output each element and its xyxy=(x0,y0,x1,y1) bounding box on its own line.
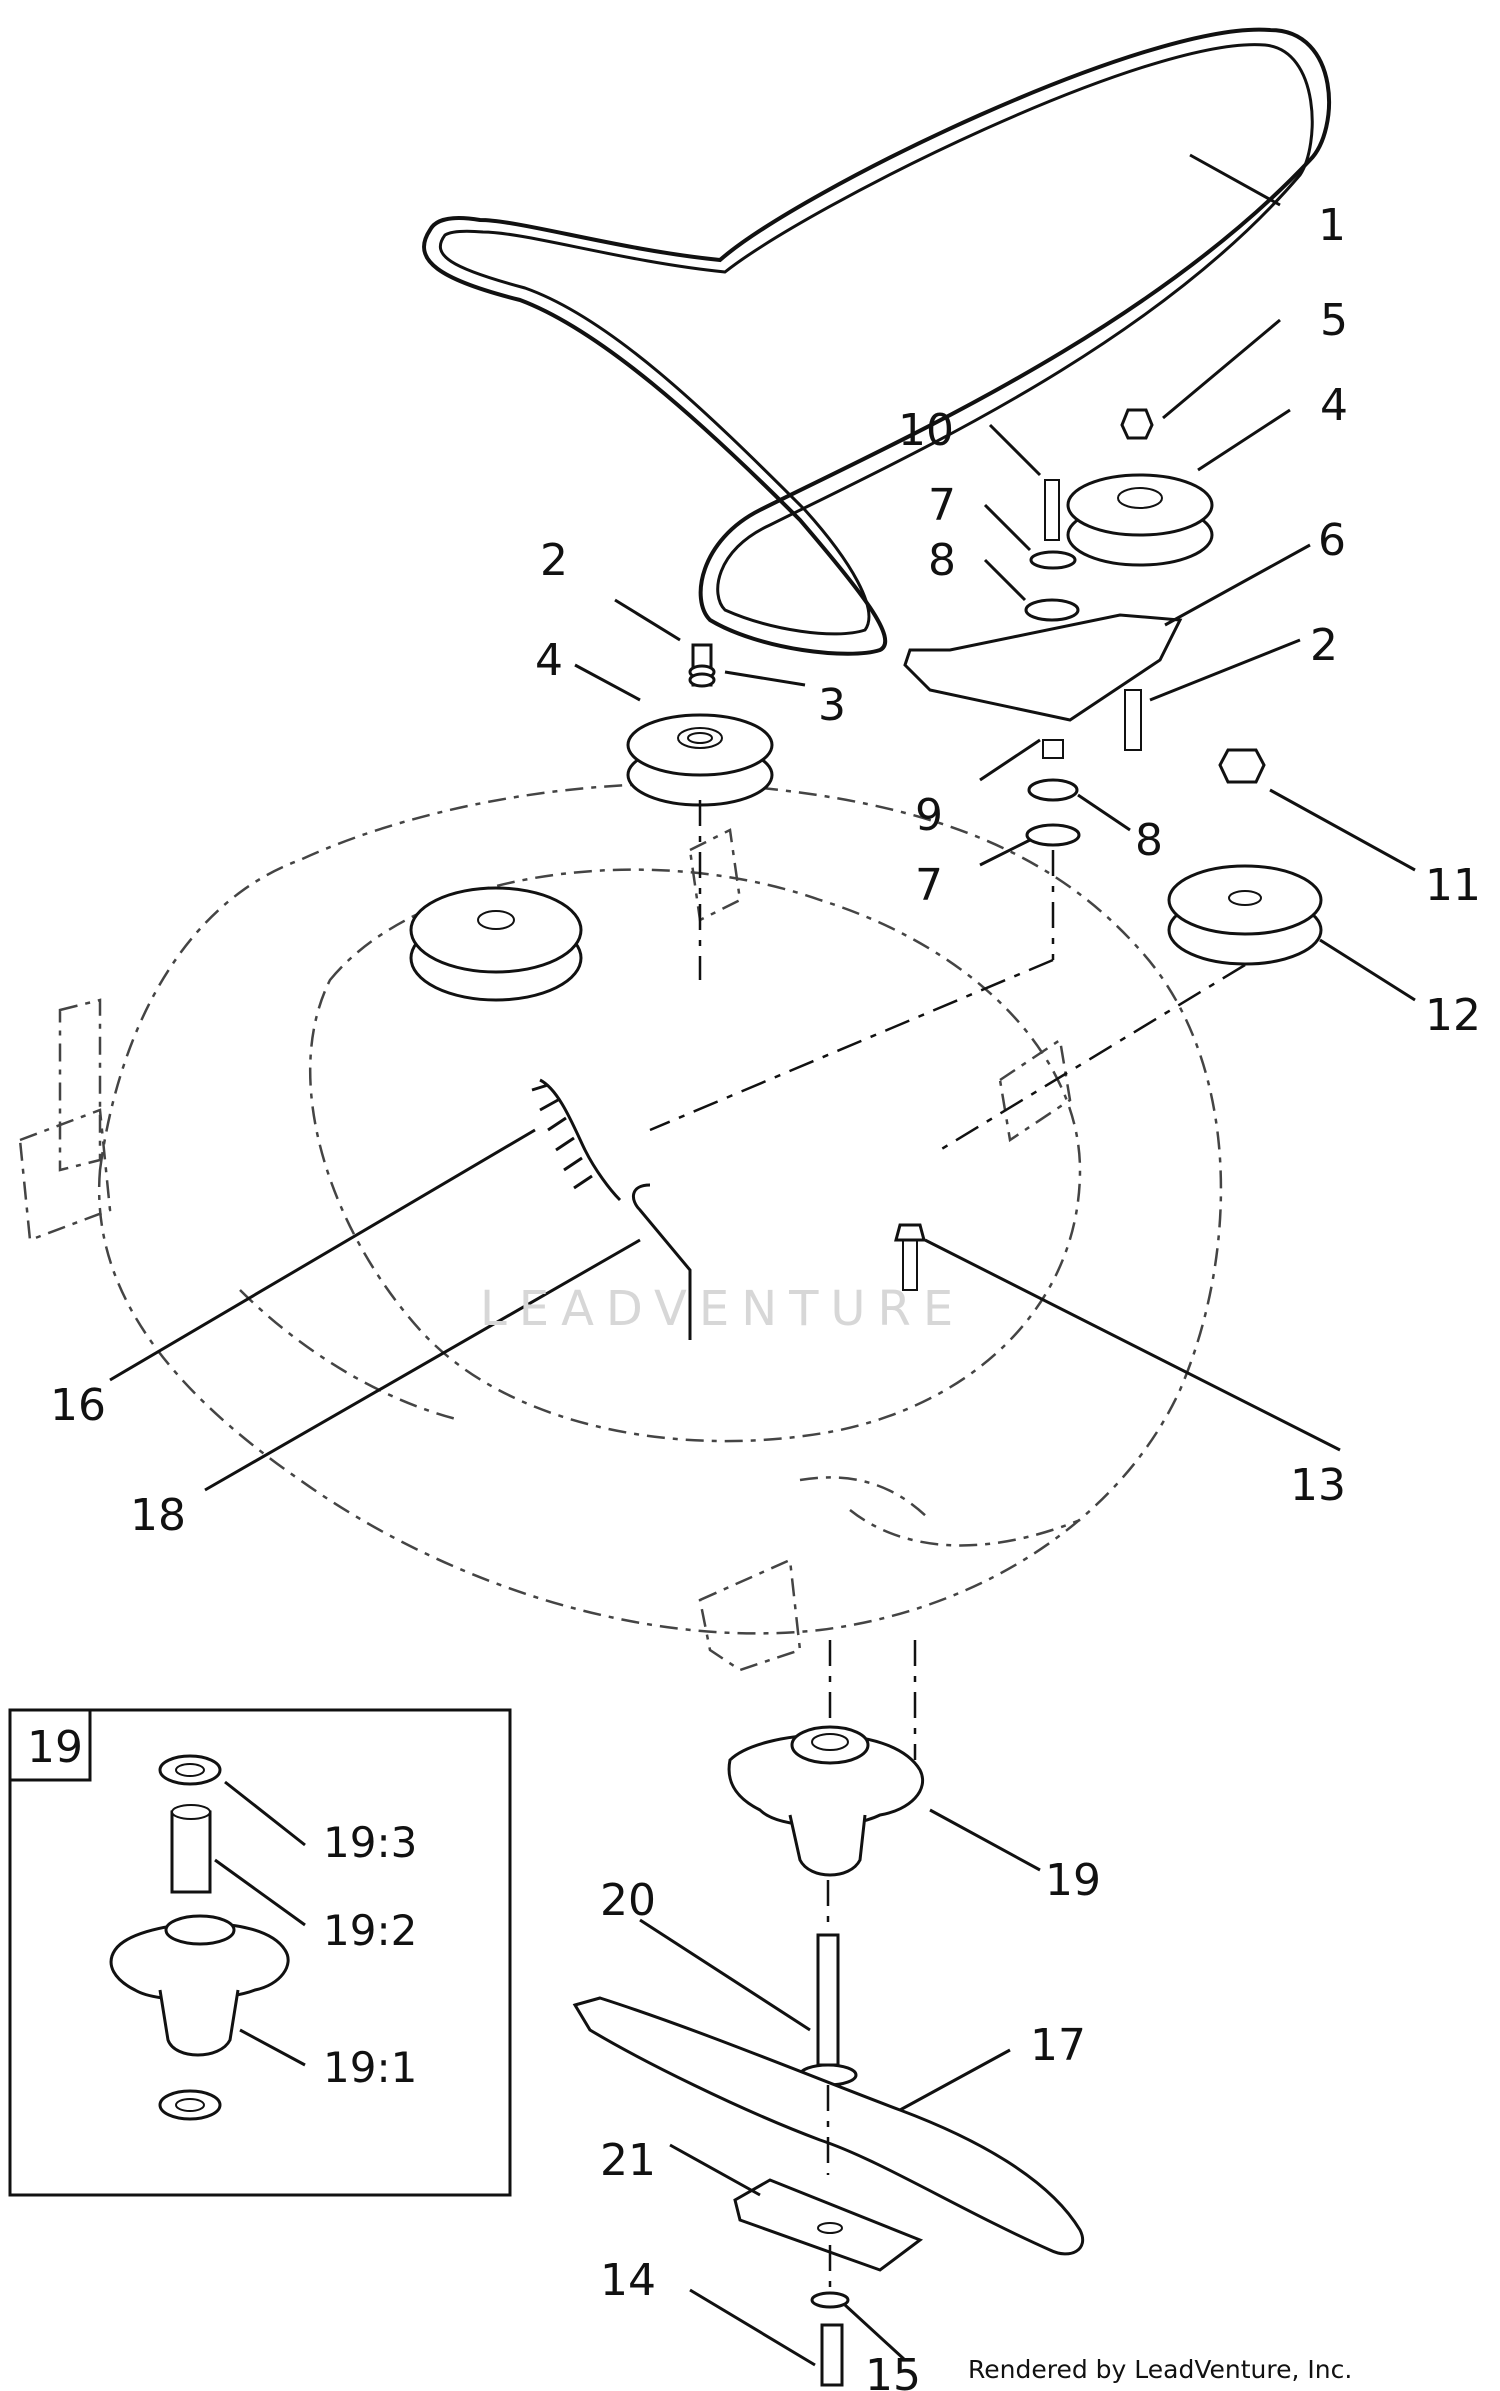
tension-spring xyxy=(531,1078,622,1202)
callout-16: 16 xyxy=(50,1380,106,1431)
callout-11: 11 xyxy=(1425,860,1481,911)
blade-washer xyxy=(810,2291,850,2309)
callout-leaders xyxy=(109,153,1416,2367)
right-idler-pulley xyxy=(1066,408,1214,567)
inset-spacer xyxy=(170,1804,212,1894)
footer-rendered-text: Rendered by LeadVenture, Inc. xyxy=(968,2355,1352,2384)
callout-5: 5 xyxy=(1320,295,1348,346)
spindle-assembly xyxy=(727,1725,925,1877)
callout-13: 13 xyxy=(1290,1460,1346,1511)
callout-4-right: 4 xyxy=(1320,380,1348,431)
callout-8-bottom: 8 xyxy=(1135,815,1163,866)
inset-housing xyxy=(109,1914,290,2057)
left-idler-pulley xyxy=(626,643,774,807)
callout-19-1: 19:1 xyxy=(323,2043,417,2092)
callout-17: 17 xyxy=(1030,2020,1086,2071)
callout-labels: 1 2 3 4 4 5 6 2 10 7 8 9 8 7 11 12 13 16… xyxy=(27,200,1481,2391)
mower-deck-housing xyxy=(18,782,1223,1672)
callout-10: 10 xyxy=(898,405,954,456)
callout-2-right: 2 xyxy=(1310,620,1338,671)
drive-belt xyxy=(422,27,1332,656)
spindle-shaft xyxy=(798,1933,858,2087)
callout-2-left: 2 xyxy=(540,535,568,586)
inset-title: 19 xyxy=(27,1722,83,1773)
callout-6: 6 xyxy=(1318,515,1346,566)
callout-8-top: 8 xyxy=(928,535,956,586)
blade-bolt xyxy=(820,2323,844,2387)
callout-15: 15 xyxy=(865,2350,921,2391)
idler-arm xyxy=(903,479,1183,847)
callout-19-2: 19:2 xyxy=(323,1906,417,1955)
callout-1: 1 xyxy=(1318,200,1346,251)
callout-7-top: 7 xyxy=(928,480,956,531)
assembly-centerlines xyxy=(649,800,1246,2290)
spring-rod xyxy=(631,1183,692,1340)
callout-3: 3 xyxy=(818,680,846,731)
callout-20: 20 xyxy=(600,1875,656,1926)
inset-bearing-bottom xyxy=(158,2089,222,2121)
deck-mounted-pulley xyxy=(409,886,583,1002)
inset-bearing-top xyxy=(158,1754,222,1786)
callout-14: 14 xyxy=(600,2255,656,2306)
callout-19-3: 19:3 xyxy=(323,1818,417,1867)
spindle-pulley xyxy=(1167,748,1323,966)
callout-7-bottom: 7 xyxy=(915,860,943,911)
callout-18: 18 xyxy=(130,1490,186,1541)
callout-4-left: 4 xyxy=(535,635,563,686)
deck-bolt xyxy=(894,1223,926,1291)
blade-plate xyxy=(733,2178,924,2272)
callout-12: 12 xyxy=(1425,990,1481,1041)
callout-9: 9 xyxy=(915,790,943,841)
callout-19: 19 xyxy=(1045,1855,1101,1906)
callout-21: 21 xyxy=(600,2135,656,2186)
watermark-text: LEADVENTURE xyxy=(480,1281,965,1337)
